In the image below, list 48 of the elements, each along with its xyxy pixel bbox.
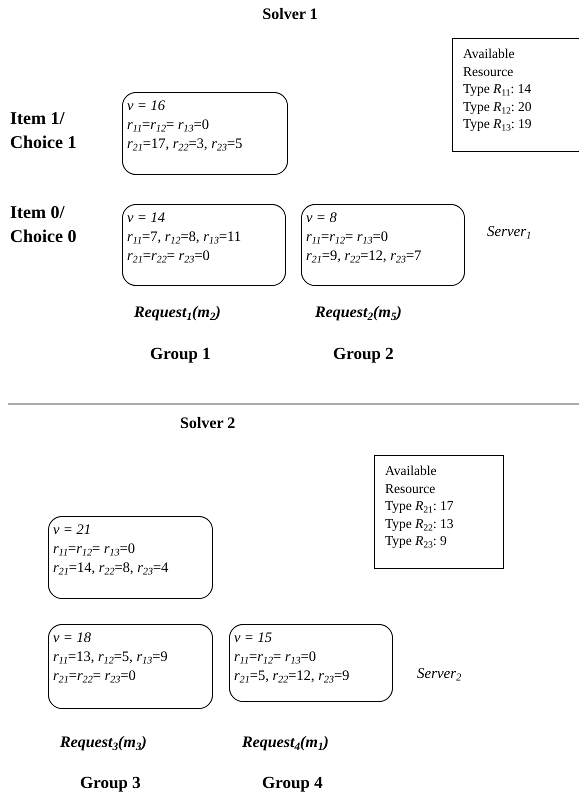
choice-box bbox=[122, 204, 286, 286]
group-label: Group 2 bbox=[333, 344, 394, 364]
resource-line: Type R$_{13}$: 19 bbox=[463, 115, 532, 132]
value-line: v = 14 bbox=[127, 209, 166, 228]
server-label: Server$_{1}$ bbox=[487, 224, 532, 241]
requirement-line: r$_{21}$=14, r$_{22}$=8, r$_{23}$=4 bbox=[53, 559, 170, 578]
value-line: v = 21 bbox=[53, 521, 92, 540]
resource-line: Type R$_{12}$: 20 bbox=[463, 98, 532, 115]
choice-box bbox=[229, 624, 393, 702]
resource-line: Type R$_{22}$: 13 bbox=[385, 514, 454, 532]
resource-box bbox=[374, 455, 504, 569]
choice-box bbox=[301, 204, 465, 286]
request-label: Request$_{1}$(m$_{2}$) bbox=[134, 304, 221, 322]
requirement-line: r$_{11}$=r$_{12}$= r$_{13}$=0 bbox=[53, 540, 136, 559]
choice-box bbox=[48, 516, 213, 599]
resource-line: Type R$_{23}$: 9 bbox=[385, 532, 448, 550]
resource-box bbox=[452, 38, 579, 152]
group-label: Group 4 bbox=[262, 773, 323, 793]
resource-line: Type R$_{11}$: 14 bbox=[463, 80, 532, 98]
requirement-line: r$_{11}$=r$_{12}$= r$_{13}$=0 bbox=[127, 116, 210, 135]
choice-box bbox=[122, 92, 288, 175]
solver-heading: Solver 1 bbox=[262, 6, 318, 24]
value-line: v = 15 bbox=[234, 629, 273, 648]
requirement-line: r$_{21}$=r$_{22}$= r$_{23}$=0 bbox=[127, 247, 211, 266]
resource-heading: Available Resource bbox=[385, 462, 438, 497]
value-line: v = 18 bbox=[53, 629, 92, 648]
value-line: v = 16 bbox=[127, 97, 166, 116]
group-label: Group 3 bbox=[80, 773, 141, 793]
row-label: Item 0/ Choice 0 bbox=[10, 201, 78, 248]
request-label: Request$_{4}$(m$_{1}$) bbox=[242, 734, 329, 752]
value-line: v = 8 bbox=[306, 209, 338, 228]
requirement-line: r$_{11}$=r$_{12}$= r$_{13}$=0 bbox=[234, 648, 318, 667]
request-label: Request$_{3}$(m$_{3}$) bbox=[60, 734, 147, 752]
choice-box bbox=[48, 624, 213, 709]
requirement-line: r$_{11}$=13, r$_{12}$=5, r$_{13}$=9 bbox=[53, 648, 169, 667]
requirement-line: r$_{11}$=r$_{12}$= r$_{13}$=0 bbox=[306, 228, 390, 247]
group-label: Group 1 bbox=[150, 344, 211, 364]
request-label: Request$_{2}$(m$_{5}$) bbox=[315, 304, 402, 322]
resource-line: Type R$_{21}$: 17 bbox=[385, 497, 454, 514]
requirement-line: r$_{21}$=9, r$_{22}$=12, r$_{23}$=7 bbox=[306, 247, 422, 266]
requirement-line: r$_{21}$=r$_{22}$= r$_{23}$=0 bbox=[53, 667, 137, 686]
requirement-line: r$_{21}$=17, r$_{22}$=3, r$_{23}$=5 bbox=[127, 135, 244, 154]
row-label: Item 1/ Choice 1 bbox=[10, 107, 78, 154]
requirement-line: r$_{11}$=7, r$_{12}$=8, r$_{13}$=11 bbox=[127, 228, 242, 247]
resource-heading: Available Resource bbox=[463, 45, 516, 80]
server-label: Server$_{2}$ bbox=[417, 666, 462, 683]
solver-heading: Solver 2 bbox=[180, 415, 236, 433]
requirement-line: r$_{21}$=5, r$_{22}$=12, r$_{23}$=9 bbox=[234, 667, 350, 686]
